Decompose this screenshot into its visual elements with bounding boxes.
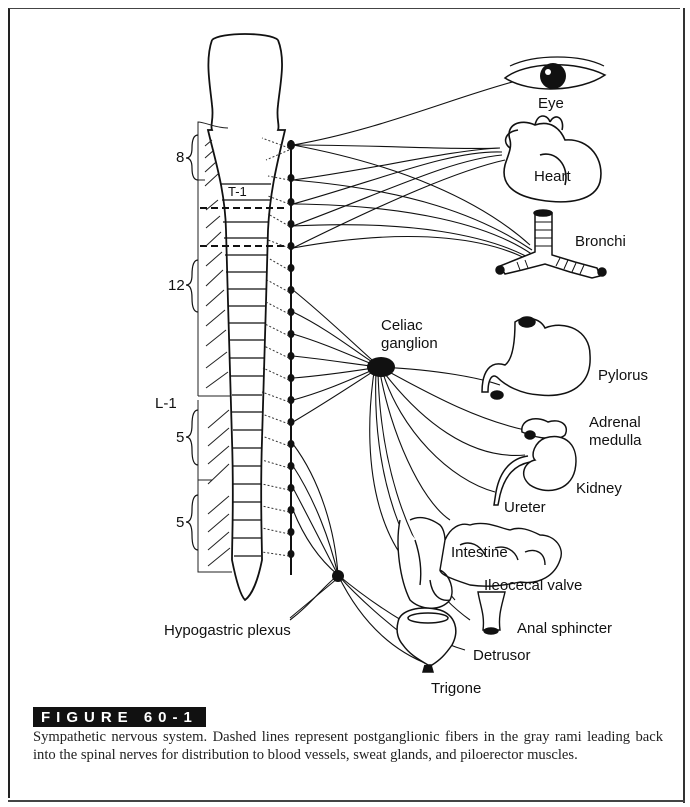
anal-sphincter-icon bbox=[478, 592, 505, 634]
label-s5: 5 bbox=[176, 514, 184, 531]
kidney-icon bbox=[494, 419, 576, 505]
spinal-brackets bbox=[186, 135, 198, 550]
label-heart: Heart bbox=[534, 168, 572, 185]
label-ureter: Ureter bbox=[504, 499, 546, 516]
label-hypogastric: Hypogastric plexus bbox=[164, 622, 291, 639]
label-bronchi: Bronchi bbox=[575, 233, 626, 250]
heart-icon bbox=[504, 116, 601, 202]
label-l1: L-1 bbox=[155, 395, 177, 412]
gray-rami-dashed bbox=[262, 138, 289, 556]
label-l5: 5 bbox=[176, 429, 184, 446]
hypogastric-pointer bbox=[290, 578, 338, 618]
label-ileocecal: Ileocecal valve bbox=[484, 577, 582, 594]
label-adrenal-2: medulla bbox=[589, 432, 642, 449]
label-trigone: Trigone bbox=[431, 680, 481, 697]
label-celiac-1: Celiac bbox=[381, 317, 423, 334]
left-nerve-roots bbox=[198, 122, 232, 572]
label-t12: 12 bbox=[168, 277, 185, 294]
label-eye: Eye bbox=[538, 95, 564, 112]
label-pylorus: Pylorus bbox=[598, 367, 648, 384]
bladder-detrusor-icon bbox=[397, 608, 456, 672]
figure-caption: Sympathetic nervous system. Dashed lines… bbox=[33, 729, 663, 764]
label-adrenal-1: Adrenal bbox=[589, 414, 641, 431]
label-t1: T-1 bbox=[228, 184, 247, 199]
eye-icon bbox=[505, 57, 605, 89]
label-celiac-2: ganglion bbox=[381, 335, 438, 352]
figure-number-badge: FIGURE 60-1 bbox=[33, 707, 206, 727]
label-intestine: Intestine bbox=[451, 544, 508, 561]
label-detrusor: Detrusor bbox=[473, 647, 531, 664]
celiac-ganglion-node bbox=[367, 357, 395, 377]
spinal-cord bbox=[208, 34, 285, 600]
label-kidney: Kidney bbox=[576, 480, 622, 497]
hypogastric-plexus-node bbox=[332, 570, 344, 582]
stomach-pylorus-icon bbox=[482, 317, 590, 399]
label-c8: 8 bbox=[176, 149, 184, 166]
label-anal-sphincter: Anal sphincter bbox=[517, 620, 612, 637]
